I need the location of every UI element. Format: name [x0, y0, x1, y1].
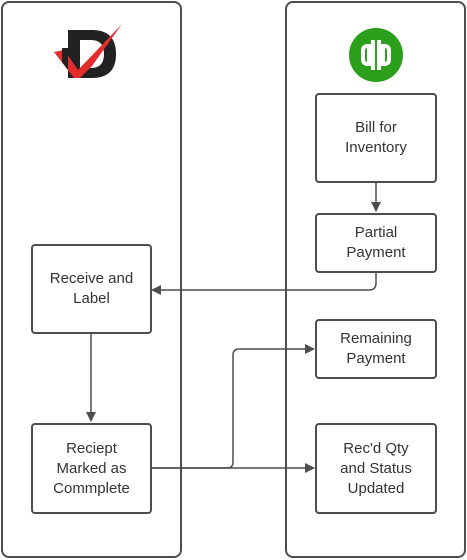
node-recd-qty-status-text: Rec'd Qty and Status Updated: [340, 439, 412, 497]
node-receive-and-label-text: Receive and Label: [49, 270, 134, 307]
node-partial-payment: Partial Payment: [315, 213, 437, 273]
node-recd-qty-status: Rec'd Qty and Status Updated: [315, 423, 437, 514]
node-receipt-marked-complete: Reciept Marked as Commplete: [31, 423, 152, 514]
node-bill-for-inventory: Bill for Inventory: [315, 93, 437, 183]
node-remaining-payment: Remaining Payment: [315, 319, 437, 379]
node-receive-and-label: Receive and Label: [31, 244, 152, 334]
node-receipt-marked-complete-text: Reciept Marked as Commplete: [53, 439, 130, 497]
node-bill-for-inventory-text: Bill for Inventory: [345, 119, 407, 156]
dm-logo: [54, 24, 122, 78]
quickbooks-logo: [349, 28, 403, 82]
node-partial-payment-text: Partial Payment: [346, 224, 406, 261]
node-remaining-payment-text: Remaining Payment: [340, 330, 412, 367]
